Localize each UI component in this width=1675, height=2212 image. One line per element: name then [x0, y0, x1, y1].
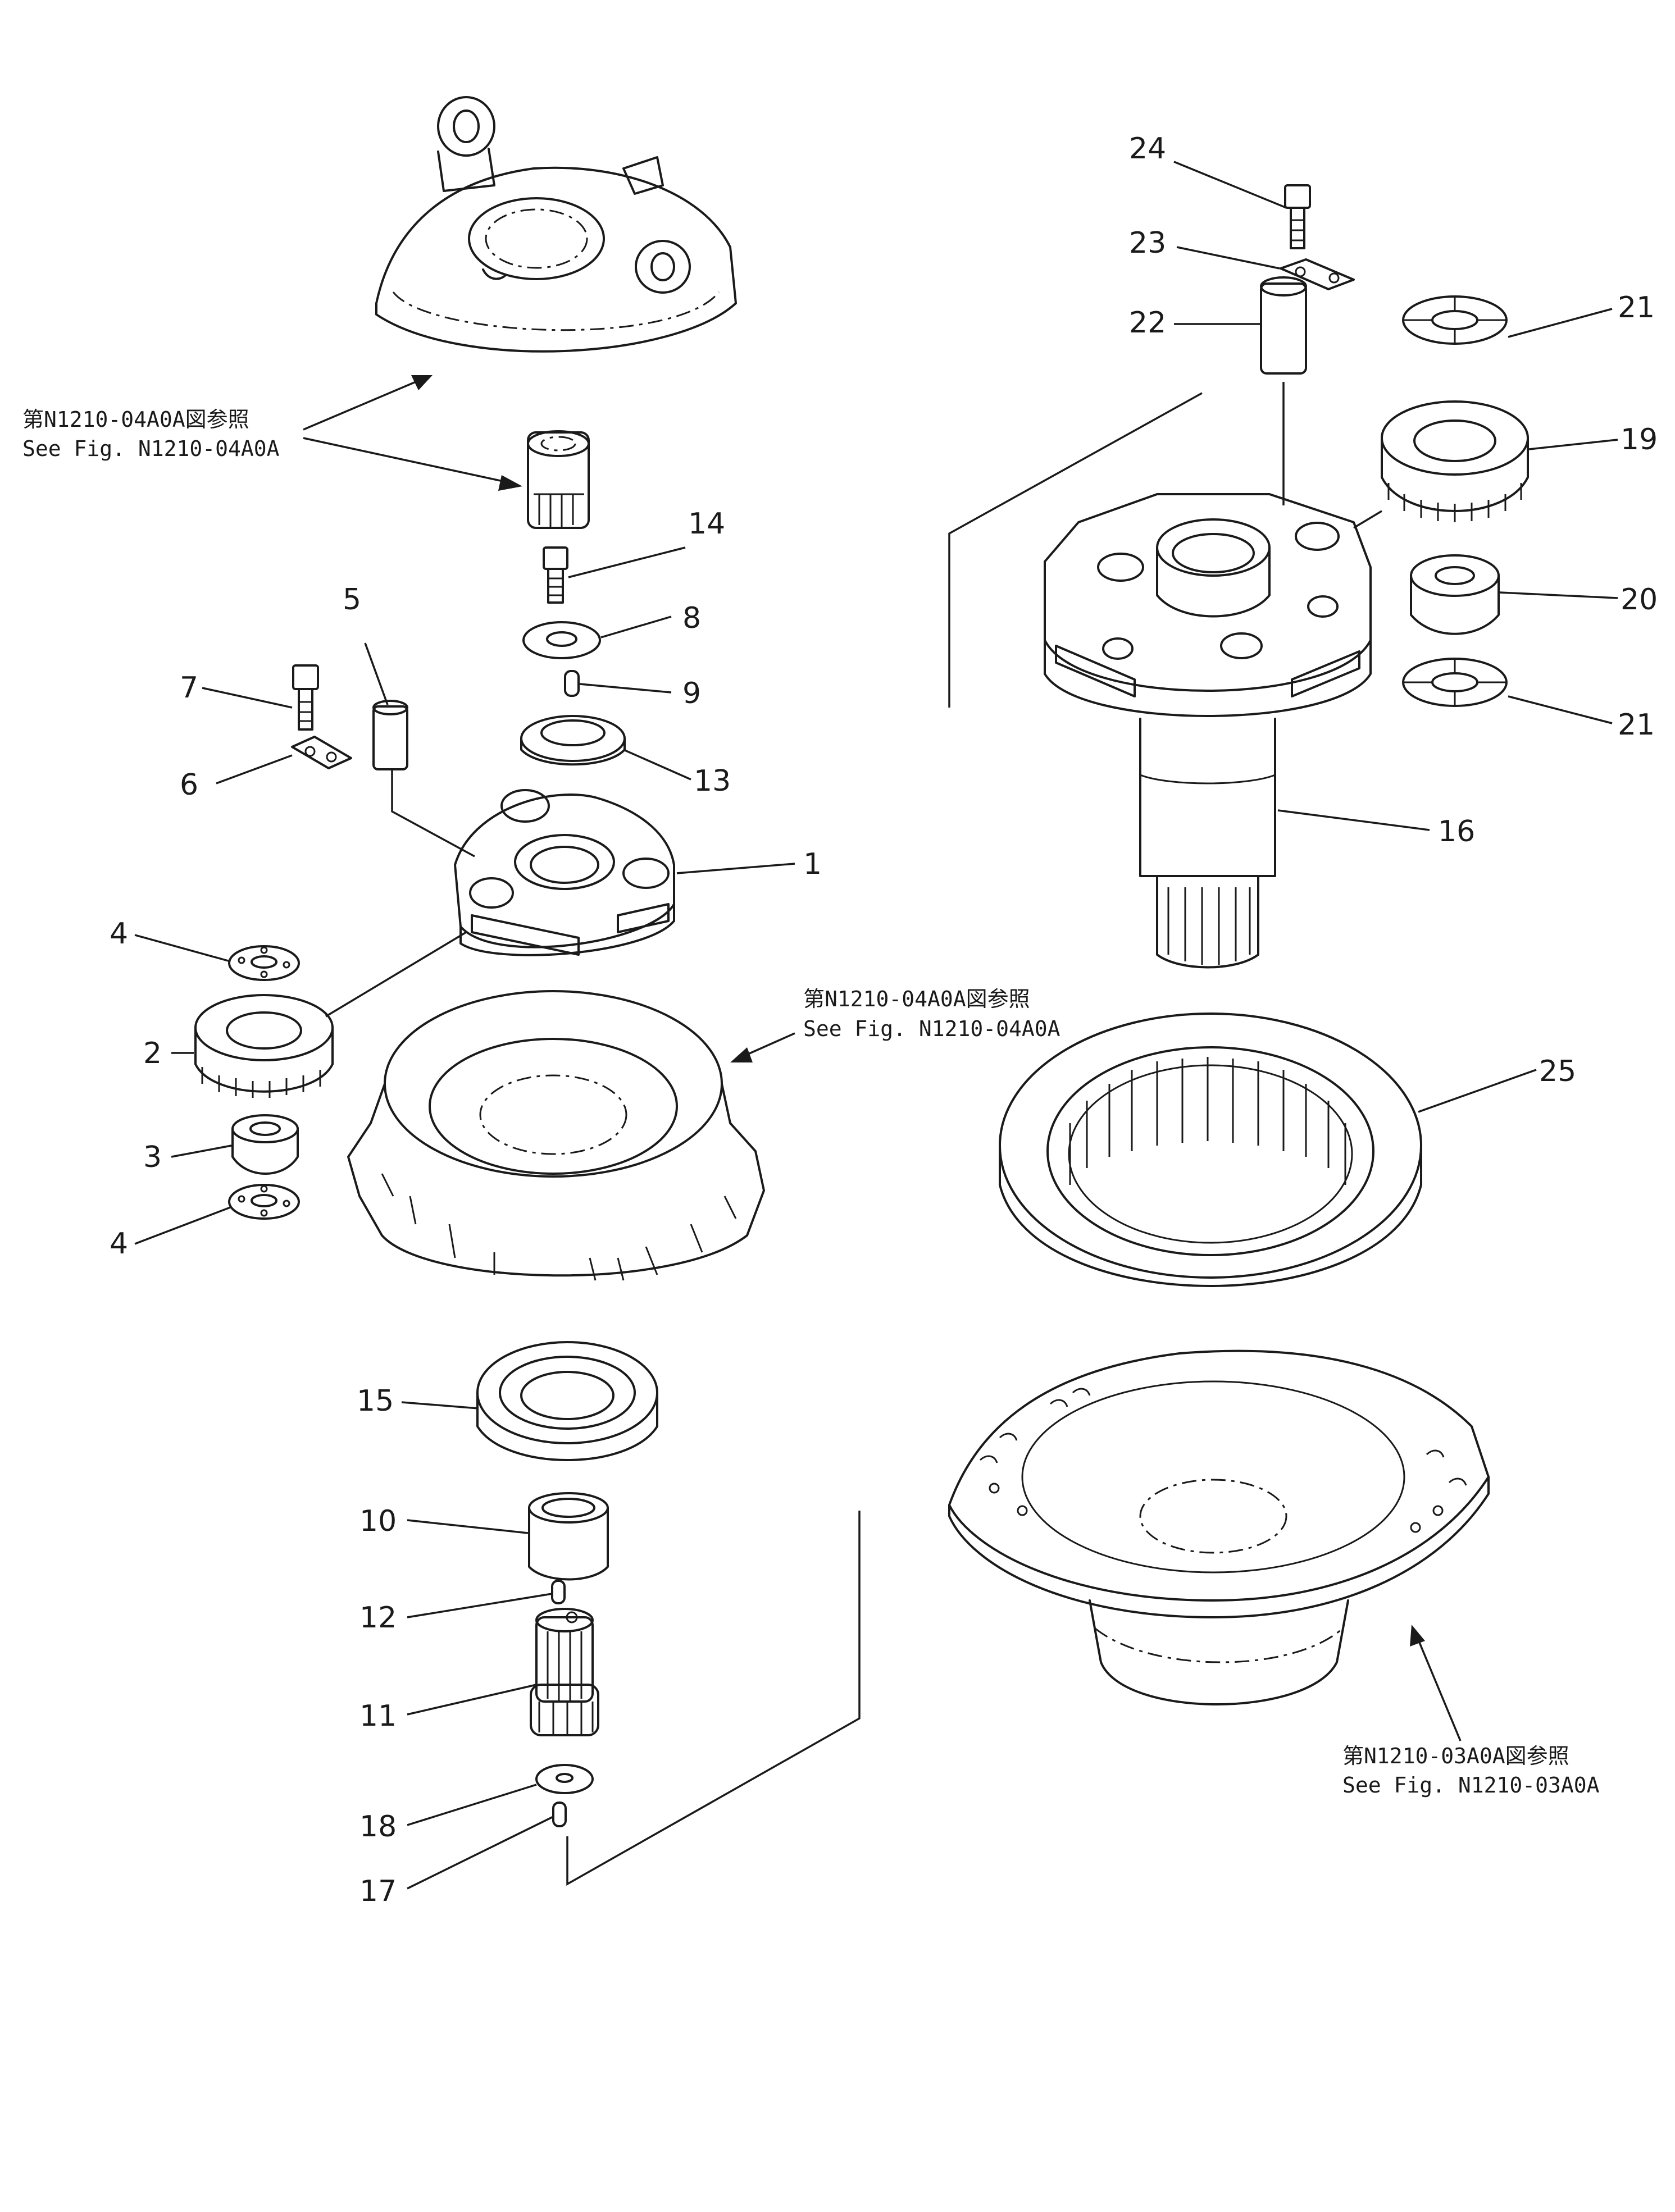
- reference-bottom: 第N1210-03A0A図参照 See Fig. N1210-03A0A: [1342, 1744, 1600, 1798]
- needle-bearing-20: [1410, 554, 1500, 635]
- lock-plate-23: [1280, 258, 1355, 290]
- callout-18: 18: [359, 1810, 397, 1844]
- reference-middle-en: See Fig. N1210-04A0A: [803, 1016, 1060, 1041]
- ring-gear-25: [999, 1012, 1422, 1287]
- callout-16: 16: [1438, 815, 1475, 849]
- callout-5: 5: [343, 583, 361, 617]
- reference-top-jp: 第N1210-04A0A図参照: [22, 407, 249, 432]
- reference-middle-jp: 第N1210-04A0A図参照: [803, 987, 1030, 1011]
- callout-10: 10: [359, 1504, 397, 1538]
- callout-21-upper: 21: [1618, 291, 1655, 325]
- thrust-washer-21-lower: [1402, 658, 1508, 707]
- output-carrier-16: [1044, 493, 1372, 969]
- sleeve-5: [372, 700, 475, 858]
- callout-9: 9: [682, 677, 701, 710]
- callout-20: 20: [1621, 583, 1658, 617]
- callout-24: 24: [1129, 132, 1166, 166]
- thrust-washer-4-lower: [228, 1184, 300, 1220]
- thrust-washer-8: [522, 621, 601, 659]
- motor-housing: [375, 96, 737, 353]
- ball-bearing-15: [476, 1341, 658, 1461]
- leader-lines: [134, 161, 1618, 1890]
- reference-top: 第N1210-04A0A図参照 See Fig. N1210-04A0A: [22, 407, 280, 461]
- callout-8: 8: [682, 601, 701, 635]
- callout-4-lower: 4: [110, 1227, 128, 1261]
- callout-17: 17: [359, 1875, 397, 1908]
- callout-25: 25: [1539, 1055, 1576, 1088]
- sleeve-22: [1260, 276, 1307, 505]
- callout-2: 2: [143, 1037, 162, 1070]
- ring-gear-housing: [347, 990, 765, 1281]
- pin-17: [552, 1801, 567, 1827]
- reference-bottom-jp: 第N1210-03A0A図参照: [1342, 1744, 1569, 1768]
- pin-9: [564, 670, 580, 697]
- bolt-14: [543, 546, 568, 604]
- reference-bottom-en: See Fig. N1210-03A0A: [1342, 1773, 1600, 1798]
- callout-4-upper: 4: [110, 917, 128, 951]
- callout-22: 22: [1129, 306, 1166, 340]
- planet-gear-2: [194, 994, 334, 1098]
- thrust-washer-4-upper: [228, 945, 300, 981]
- needle-bearing-3: [231, 1114, 299, 1175]
- callout-19: 19: [1621, 423, 1658, 457]
- callout-11: 11: [359, 1699, 397, 1733]
- reference-top-en: See Fig. N1210-04A0A: [22, 436, 280, 461]
- planet-carrier-1: [454, 789, 675, 956]
- callout-6: 6: [180, 768, 198, 802]
- assembly-path-upper: [948, 392, 1203, 708]
- callout-21-lower: 21: [1618, 708, 1655, 742]
- callout-14: 14: [688, 507, 725, 541]
- bolt-24: [1284, 184, 1311, 249]
- assembly-path-lower: [566, 1511, 861, 1886]
- callout-12: 12: [359, 1601, 397, 1635]
- pinion-shaft-top: [527, 430, 590, 529]
- thrust-washer-21-upper: [1402, 295, 1508, 345]
- washer-18: [535, 1764, 594, 1794]
- collar-10: [528, 1492, 609, 1581]
- callout-3: 3: [143, 1141, 162, 1174]
- callout-23: 23: [1129, 226, 1166, 260]
- gear-cup-13: [520, 715, 626, 766]
- lock-plate-6: [291, 736, 352, 769]
- reference-middle: 第N1210-04A0A図参照 See Fig. N1210-04A0A: [803, 987, 1060, 1041]
- reference-arrows: [303, 375, 1462, 1741]
- callout-1: 1: [803, 847, 822, 881]
- pin-12: [551, 1580, 566, 1604]
- sun-gear-11: [530, 1608, 599, 1736]
- callout-13: 13: [694, 764, 731, 798]
- lower-case: [948, 1349, 1490, 1705]
- callout-7: 7: [180, 671, 198, 705]
- planet-gear-19: [1381, 400, 1529, 522]
- callout-15: 15: [357, 1384, 394, 1418]
- bolt-7: [292, 664, 319, 731]
